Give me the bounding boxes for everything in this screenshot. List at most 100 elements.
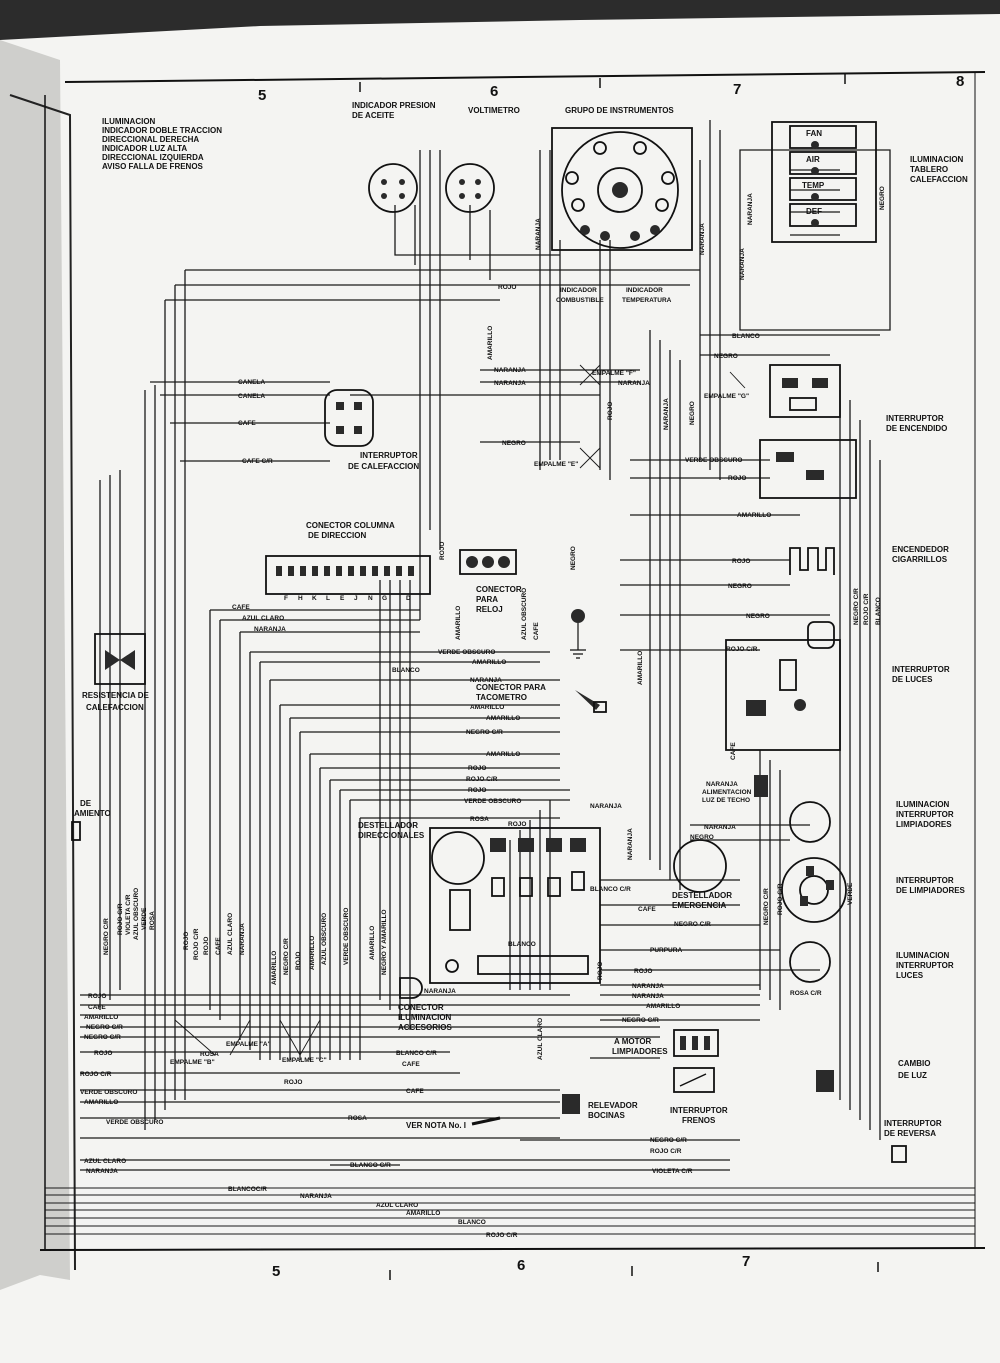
- heater-panel-label: CALEFACCION: [910, 175, 968, 184]
- dimmer-switch: CAMBIO DE LUZ: [816, 1059, 930, 1092]
- hazard-flasher: DESTELLADOR EMERGENCIA: [672, 839, 732, 910]
- svg-text:NEGRO C/R: NEGRO C/R: [84, 1034, 121, 1041]
- wiper-illum-label: ILUMINACION: [896, 800, 950, 809]
- svg-text:NARANJA: NARANJA: [86, 1168, 118, 1175]
- svg-text:AMARILLO: AMARILLO: [470, 704, 504, 711]
- column-number: 8: [956, 73, 964, 90]
- horn-relay-label: RELEVADOR: [588, 1101, 638, 1110]
- wiper-switch-label: INTERRUPTOR: [896, 876, 954, 885]
- wiper-switch-label: DE LIMPIADORES: [896, 886, 966, 895]
- svg-text:NEGRO: NEGRO: [502, 440, 526, 447]
- svg-text:NARANJA: NARANJA: [632, 993, 664, 1000]
- column-number: 5: [272, 1263, 280, 1280]
- splices: EMPALME "F" EMPALME "G" EMPALME "E" EMPA…: [170, 364, 749, 1066]
- wiper-illum-label: INTERRUPTOR: [896, 810, 954, 819]
- svg-text:CAFE: CAFE: [533, 622, 540, 640]
- svg-text:AMARILLO: AMARILLO: [271, 951, 278, 985]
- tach-connector-label: CONECTOR PARA: [476, 683, 546, 692]
- svg-text:NARANJA: NARANJA: [239, 923, 246, 955]
- frame-top: [64, 71, 986, 83]
- pin-label: G: [382, 595, 387, 602]
- connector-pin: [396, 566, 402, 576]
- ignition-label: DE ENCENDIDO: [886, 424, 947, 433]
- svg-text:NEGRO C/R: NEGRO C/R: [763, 888, 770, 925]
- pin-label: J: [354, 595, 358, 602]
- svg-text:BLANCO: BLANCO: [732, 333, 760, 340]
- splice-label: EMPALME "C": [282, 1057, 327, 1064]
- light-switch-label: DE LUCES: [892, 675, 933, 684]
- svg-text:ROJO: ROJO: [508, 821, 526, 828]
- wiper-motor-connector: A MOTOR LIMPIADORES: [612, 1029, 719, 1057]
- clock-connector-label: PARA: [476, 595, 498, 604]
- lights-illum-label: LUCES: [896, 971, 924, 980]
- column-number: 6: [517, 1257, 525, 1274]
- svg-text:NARANJA: NARANJA: [739, 248, 746, 280]
- svg-text:AZUL CLARO: AZUL CLARO: [537, 1018, 544, 1060]
- legend-item: INDICADOR LUZ ALTA: [102, 144, 187, 153]
- light-switch: INTERRUPTOR DE LUCES NARANJA ALIMENTACIO…: [702, 621, 950, 804]
- heater-control-panel: FAN AIR TEMP DEF ILUMINACION TABLERO CAL…: [771, 121, 968, 243]
- left-partial-label: AMIENTO: [74, 809, 111, 818]
- legend-item: DIRECCIONAL IZQUIERDA: [102, 153, 204, 162]
- pin-label: D: [406, 595, 411, 602]
- connector-pin: [408, 566, 414, 576]
- pin-label: H: [298, 595, 303, 602]
- heater-resistor-label: CALEFACCION: [86, 703, 144, 712]
- splice-label: EMPALME "E": [534, 461, 578, 468]
- svg-text:BLANCO C/R: BLANCO C/R: [590, 886, 631, 893]
- dimmer-label: DE LUZ: [898, 1071, 927, 1080]
- note-callout: VER NOTA No. I: [406, 1116, 501, 1130]
- svg-text:NEGRO: NEGRO: [689, 401, 696, 425]
- svg-text:ROJO: ROJO: [468, 765, 486, 772]
- dome-feed-label: NARANJA: [706, 781, 738, 788]
- lighter-label: CIGARRILLOS: [892, 555, 948, 564]
- hazard-label: EMERGENCIA: [672, 901, 726, 910]
- legend-item: AVISO FALLA DE FRENOS: [102, 162, 204, 171]
- column-number: 7: [742, 1253, 750, 1270]
- svg-text:NEGRO: NEGRO: [690, 834, 714, 841]
- svg-text:AMARILLO: AMARILLO: [84, 1014, 118, 1021]
- svg-text:AZUL OBSCURO: AZUL OBSCURO: [321, 913, 328, 965]
- svg-text:AMARILLO: AMARILLO: [369, 926, 376, 960]
- splice-label: EMPALME "B": [170, 1059, 215, 1066]
- horn-relay: RELEVADOR BOCINAS: [562, 1094, 638, 1120]
- connector-pin: [324, 566, 330, 576]
- svg-text:NEGRO: NEGRO: [714, 353, 738, 360]
- svg-text:ROJO: ROJO: [498, 284, 516, 291]
- svg-text:NARANJA: NARANJA: [627, 828, 634, 860]
- ground-symbol: [570, 609, 586, 659]
- wiper-illum-label: LIMPIADORES: [896, 820, 952, 829]
- column-connector-label: DE DIRECCION: [308, 531, 366, 540]
- temp-button-label: TEMP: [802, 181, 825, 190]
- dome-feed-label: LUZ DE TECHO: [702, 797, 750, 804]
- svg-text:NEGRO: NEGRO: [570, 546, 577, 570]
- svg-text:ROJO C/R: ROJO C/R: [80, 1071, 112, 1078]
- svg-text:NEGRO C/R: NEGRO C/R: [103, 918, 110, 955]
- svg-text:BLANCO C/R: BLANCO C/R: [350, 1162, 391, 1169]
- left-partial-label: DE: [80, 799, 92, 808]
- dome-feed-label: ALIMENTACION: [702, 789, 752, 796]
- svg-text:ROJO C/R: ROJO C/R: [193, 928, 200, 960]
- indicator-legend: ILUMINACION INDICADOR DOBLE TRACCION DIR…: [102, 117, 222, 171]
- column-connector-label: CONECTOR COLUMNA: [306, 521, 395, 530]
- svg-text:AMARILLO: AMARILLO: [455, 606, 462, 640]
- clock-connector-label: CONECTOR: [476, 585, 522, 594]
- heater-switch: INTERRUPTOR DE CALEFACCION: [324, 389, 419, 471]
- connector-pin: [372, 566, 378, 576]
- svg-text:AMARILLO: AMARILLO: [487, 326, 494, 360]
- scan-shadow-left: [0, 40, 70, 1290]
- svg-text:NEGRO C/R: NEGRO C/R: [622, 1017, 659, 1024]
- svg-text:BLANCO: BLANCO: [392, 667, 420, 674]
- svg-text:ROJO: ROJO: [728, 475, 746, 482]
- svg-text:AZUL OBSCURO: AZUL OBSCURO: [521, 588, 528, 640]
- scan-shadow-top: [0, 0, 1000, 40]
- ignition-label: INTERRUPTOR: [886, 414, 944, 423]
- wiper-motor-label: LIMPIADORES: [612, 1047, 668, 1056]
- svg-text:NARANJA: NARANJA: [535, 218, 542, 250]
- clock-connector-label: RELOJ: [476, 605, 503, 614]
- svg-text:VERDE OBSCURO: VERDE OBSCURO: [685, 457, 742, 464]
- pin-label: K: [312, 595, 317, 602]
- column-number: 7: [733, 81, 741, 98]
- splice-label: EMPALME "G": [704, 393, 749, 400]
